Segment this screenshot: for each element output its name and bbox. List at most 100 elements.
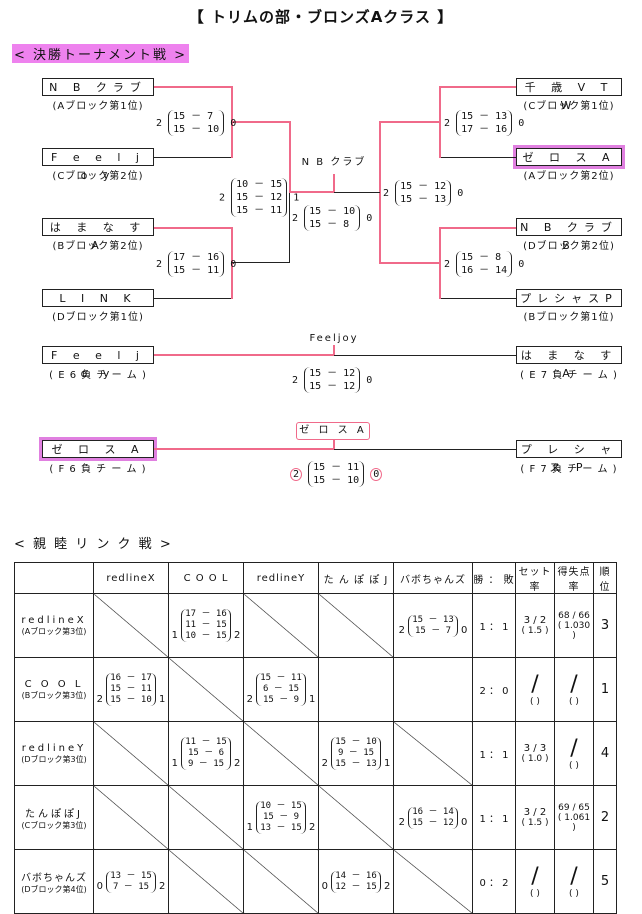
team-sub-left-2: (Cブロック第2位) xyxy=(52,171,144,182)
score-losses: 0 xyxy=(518,118,525,129)
match-left: 2 xyxy=(321,758,329,769)
set-score: 15 － 10 xyxy=(173,124,220,135)
bracket-line xyxy=(334,449,516,450)
page-title: 【 トリムの部・ブロンズAクラス 】 xyxy=(188,8,454,26)
rank: 5 xyxy=(593,849,617,914)
champion-label: N B クラブ xyxy=(301,157,367,168)
score-losses: 0 xyxy=(366,375,373,386)
bracket-line xyxy=(380,262,440,264)
team-sub: (Bブロック第3位) xyxy=(21,690,87,700)
match-right: 2 xyxy=(158,880,166,892)
rank: 4 xyxy=(593,721,617,786)
match-left: 1 xyxy=(171,630,179,641)
set-ratio: 3 / 2 xyxy=(523,807,547,818)
match-left: 2 xyxy=(398,624,406,636)
diagonal-cell xyxy=(93,785,169,850)
team-sub-third-right: ( E 7 負 チ ー ム ) xyxy=(520,370,618,381)
set-score: 9 － 15 xyxy=(337,748,375,758)
set-score: 15 － 8 xyxy=(461,252,502,263)
score-losses: 0 xyxy=(518,259,525,270)
bracket-line xyxy=(440,298,516,299)
diagonal-cell xyxy=(168,849,244,914)
set-score: 15 － 7 xyxy=(414,625,452,636)
bracket-line xyxy=(334,355,516,356)
team-sub-fifth-right: ( F 7 負 チ ー ム ) xyxy=(520,464,618,475)
bracket-line xyxy=(289,193,290,263)
team-sub-left-3: (Bブロック第2位) xyxy=(52,241,144,252)
point-rate: 68 / 66( 1.030 ) xyxy=(554,593,594,658)
set-ratio: 3 / 2 xyxy=(523,615,547,626)
team-box-left-3: は ま な す A xyxy=(42,218,154,252)
score-wins: 2 xyxy=(444,259,451,270)
team-name: C O O L xyxy=(24,678,84,690)
point-ratio: 69 / 65 xyxy=(558,802,590,813)
set-ratio: 3 / 3 xyxy=(523,743,547,754)
bracket-line xyxy=(154,354,334,356)
team-sub: (Aブロック第3位) xyxy=(21,626,87,636)
set-score: 15 － 13 xyxy=(335,759,377,769)
set-score: 15 － 12 xyxy=(412,817,454,828)
set-score: 15 － 10 xyxy=(335,737,377,747)
bracket-line xyxy=(380,121,440,123)
team-sub-right-2: (Aブロック第2位) xyxy=(523,171,615,182)
point-rate: /( ) xyxy=(554,849,594,914)
score-losses: 0 xyxy=(457,188,464,199)
diagonal-cell xyxy=(393,849,473,914)
team-cell: redlineX(Aブロック第3位) xyxy=(14,593,94,658)
fifth-place-winner: ゼ ロ ス A xyxy=(296,422,370,440)
team-sub-right-1: (Cブロック第1位) xyxy=(523,101,615,112)
set-score: 15 － 10 xyxy=(309,206,356,217)
win-loss: 0 ： 2 xyxy=(472,849,516,914)
win-loss: 1 ： 1 xyxy=(472,593,516,658)
match-right: 2 xyxy=(233,630,241,641)
bracket-line xyxy=(333,174,335,192)
team-sub-right-4: (Bブロック第1位) xyxy=(523,312,615,323)
team-sub: (Cブロック第3位) xyxy=(21,820,87,830)
bracket-line xyxy=(290,191,334,193)
header-cell: た ん ぽ ぽ J xyxy=(318,562,394,594)
team-name: たんぽぽJ xyxy=(25,808,83,820)
set-score: 15 － 11 xyxy=(110,684,152,694)
set-score: 11 － 15 xyxy=(185,620,227,630)
team-sub-left-4: (Dブロック第1位) xyxy=(52,312,144,323)
bracket-line xyxy=(232,262,290,263)
win-loss: 1 ： 1 xyxy=(472,785,516,850)
third-place-winner: Feeljoy xyxy=(309,333,359,344)
score-wins: 2 xyxy=(290,468,303,481)
score-wins: 2 xyxy=(383,188,390,199)
set-score: 15 － 8 xyxy=(309,219,350,230)
set-rate: /( ) xyxy=(515,849,555,914)
team-box-right-4: プレシャスP xyxy=(516,289,622,307)
team-name: バボちゃんズ xyxy=(21,872,87,884)
team-sub-left-1: (Aブロック第1位) xyxy=(52,101,144,112)
set-score: 15 － 13 xyxy=(461,111,508,122)
bracket-line xyxy=(289,121,291,193)
header-cell: 勝 ： 敗 xyxy=(472,562,516,594)
bracket-line xyxy=(231,227,233,299)
team-cell: C O O L(Bブロック第3位) xyxy=(14,657,94,722)
set-score: 11 － 15 xyxy=(185,737,227,747)
section-roundrobin-heading: < 親 睦 リ ン ク 戦 > xyxy=(14,537,173,552)
round-robin-table: redlineX C O O L redlineY た ん ぽ ぽ J バボちゃ… xyxy=(14,562,617,914)
bracket-line xyxy=(154,227,232,229)
set-score: 10 － 15 xyxy=(236,179,283,190)
match-left: 2 xyxy=(96,694,104,705)
header-cell: C O O L xyxy=(168,562,244,594)
diagonal-cell xyxy=(168,785,244,850)
set-score: 6 － 15 xyxy=(262,684,300,694)
score-losses: 0 xyxy=(370,468,383,481)
set-score: 15 － 13 xyxy=(412,614,454,625)
set-score: 16 － 14 xyxy=(412,806,454,817)
diagonal-cell xyxy=(93,721,169,786)
set-rate-value: ( 1.0 ) xyxy=(521,754,549,764)
point-rate-value: ( ) xyxy=(569,697,579,707)
win-loss: 2 ： 0 xyxy=(472,657,516,722)
